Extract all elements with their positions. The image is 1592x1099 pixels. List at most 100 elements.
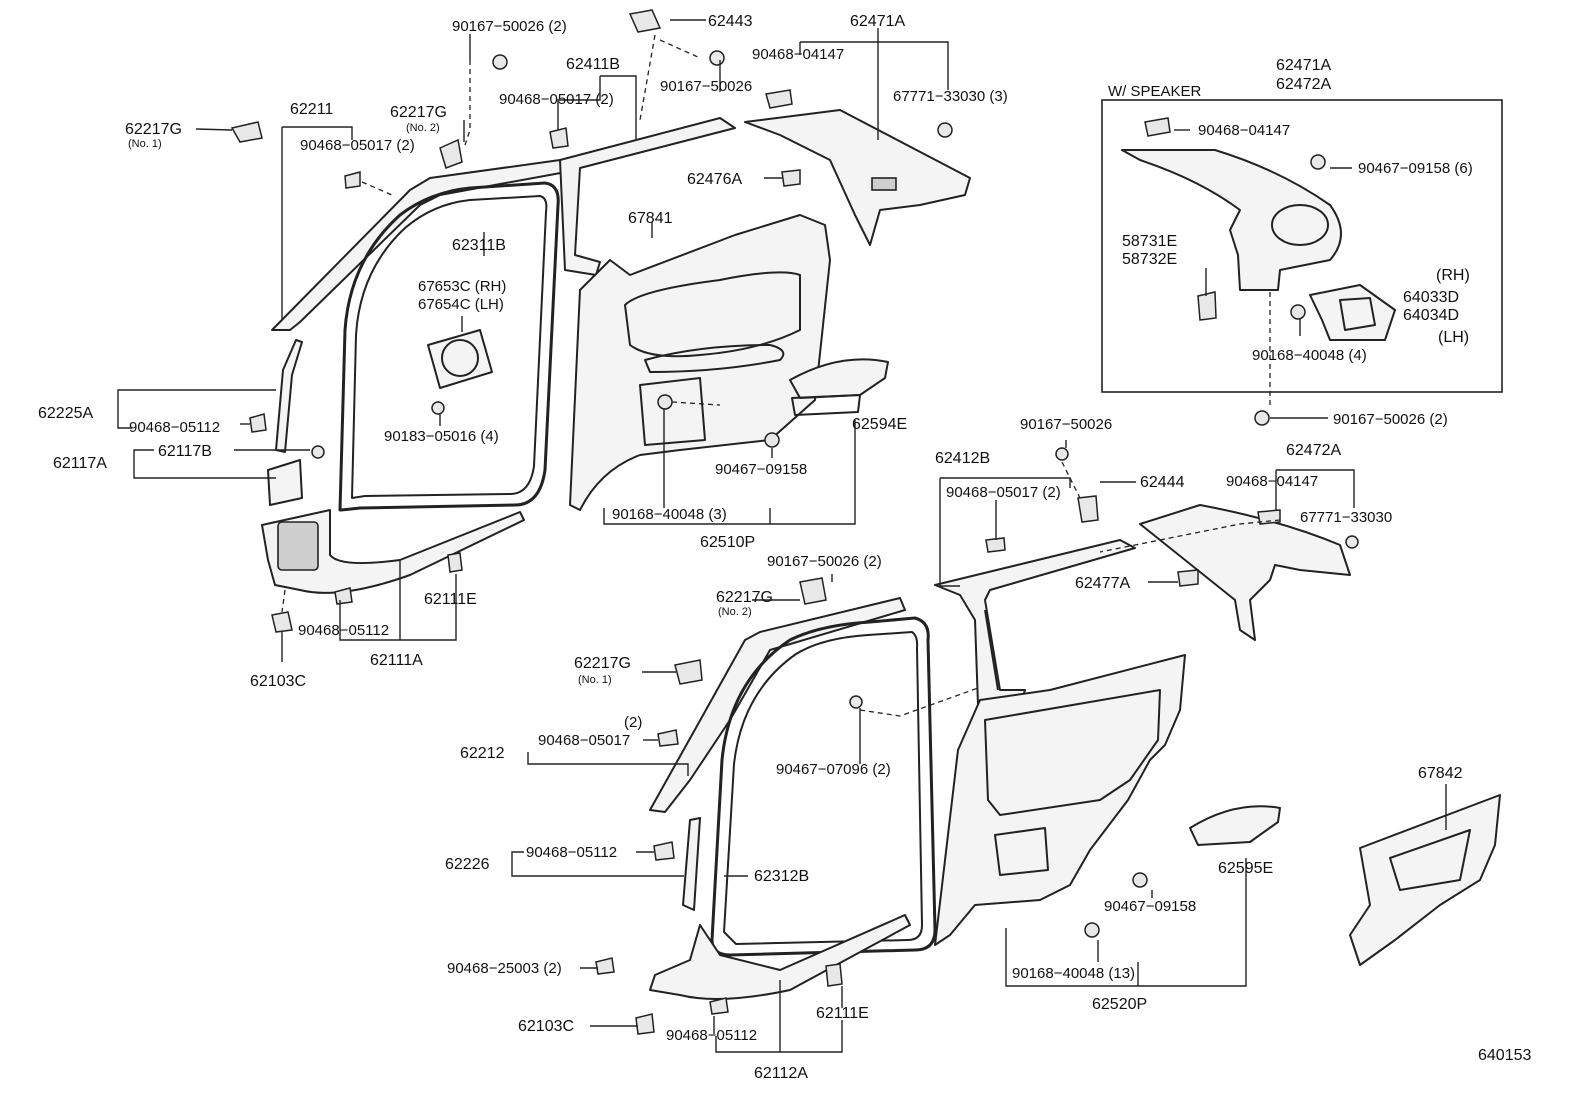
label-62472A-r: 62472A (1286, 442, 1341, 459)
label-90468-05112-c: 90468−05112 (526, 844, 617, 861)
speaker-box-header-1: 62471A (1276, 57, 1331, 74)
right-rear-door-trim-group (934, 654, 1281, 946)
label-62217G-no2-top: 62217G (390, 104, 447, 121)
rear-door-armrest-left (789, 358, 889, 399)
clip-90468-05112-a (249, 413, 267, 433)
label-62217G-no1-top: 62217G (125, 121, 182, 138)
right-upper-group (934, 447, 1359, 706)
label-90168-40048-13: 90168−40048 (13) (1012, 965, 1135, 982)
speaker-box-header-2: 62472A (1276, 76, 1331, 93)
rear-door-lower-trim-67842 (1349, 794, 1501, 966)
label-58732E: 58732E (1122, 251, 1177, 268)
label-62112A: 62112A (754, 1065, 808, 1082)
dash-f (671, 401, 721, 406)
label-90167-50026-2-mid: 90167−50026 (2) (767, 553, 882, 570)
label-rh: (RH) (1436, 267, 1470, 284)
label-58731E: 58731E (1122, 233, 1177, 250)
label-67841: 67841 (628, 210, 673, 227)
clip-62217G-no2-mid (799, 577, 827, 605)
speaker-variant-box: W/ SPEAKER 62471A 62472A (1101, 57, 1503, 426)
label-67842: 67842 (1418, 765, 1463, 782)
label-62103C-a: 62103C (250, 673, 306, 690)
label-90167-50026-mid: 90167−50026 (1020, 416, 1112, 433)
clip-90468-04147-r (1257, 509, 1281, 525)
label-67654C: 67654C (LH) (418, 296, 504, 313)
front-speaker-grille (427, 329, 493, 389)
quarter-trim-vent (871, 177, 897, 191)
clip-62103C-a (271, 611, 293, 633)
scuff-plate-rh (649, 914, 911, 1000)
label-90468-05017-2-c: 90468−05017 (2) (946, 484, 1061, 501)
speaker-grille-inner (1339, 297, 1376, 331)
label-90468-04147-speaker: 90468−04147 (1198, 122, 1290, 139)
screw-90167-50026-2-right (1254, 410, 1270, 426)
clip-90468-05112-b (334, 587, 353, 605)
dash-i (859, 687, 979, 717)
label-62471A-top: 62471A (850, 13, 905, 30)
label-90468-05017-2-a: 90468−05017 (2) (300, 137, 415, 154)
clip-62111E-a (447, 552, 463, 573)
rear-door-trim-right-pocket (994, 827, 1049, 876)
clip-90467-07096 (849, 695, 863, 709)
label-62217G-no2-mid: 62217G (716, 589, 773, 606)
label-90167-50026-2-top: 90167−50026 (2) (452, 18, 567, 35)
clip-90183-05016 (431, 401, 445, 415)
label-2: (2) (624, 714, 642, 731)
rear-door-armrest-right (1189, 805, 1281, 846)
roof-rail-right-detail (984, 609, 999, 691)
clip-90467-09158-6 (1310, 154, 1326, 170)
clip-62443 (628, 9, 662, 33)
quarter-trim-upper (744, 109, 971, 246)
label-62443: 62443 (708, 13, 753, 30)
clip-62217G-no1-mid (674, 659, 703, 685)
label-62211: 62211 (290, 101, 333, 118)
quarter-trim-right (1139, 504, 1351, 641)
screw-90168-40048-4 (1290, 304, 1306, 320)
lower-door-opening-group (595, 577, 979, 1035)
clip-67771-33030-r (1345, 535, 1359, 549)
label-62594E: 62594E (852, 416, 907, 433)
label-67771-33030-3: 67771−33030 (3) (893, 88, 1008, 105)
label-62217G-no2-top-note: (No. 2) (406, 122, 440, 134)
screw-90168-40048-left (657, 394, 673, 410)
front-door-weatherstrip (338, 181, 560, 512)
label-62217G-no1-mid: 62217G (574, 655, 631, 672)
clip-62444 (1077, 495, 1099, 523)
clip-90468-05112-c (653, 841, 675, 861)
rear-door-trim-right-window (984, 689, 1161, 816)
clip-90468-05017-a (344, 171, 361, 189)
part-labels: 62217G (No. 1) 62211 90468−05017 (2) 901… (38, 13, 1531, 1082)
rear-door-armrest-lower (791, 394, 861, 416)
label-90467-09158-6: 90467−09158 (6) (1358, 160, 1473, 177)
label-62226: 62226 (445, 856, 490, 873)
label-62476A: 62476A (687, 171, 742, 188)
label-62212: 62212 (460, 745, 505, 762)
clip-90468-05017-c (985, 537, 1006, 553)
dash-h (1099, 519, 1281, 553)
front-pillar-garnish-rh (649, 597, 906, 813)
rear-door-lower-trim-pocket (1389, 829, 1471, 891)
front-pillar-garnish (271, 159, 567, 331)
clip-90467-09158-b (1132, 872, 1148, 888)
label-90468-05112-b: 90468−05112 (298, 622, 389, 639)
label-90468-05112-a: 90468−05112 (129, 419, 220, 436)
label-64033D: 64033D (1403, 289, 1459, 306)
label-62412B: 62412B (935, 450, 990, 467)
label-62217G-no2-mid-note: (No. 2) (718, 606, 752, 618)
speaker-box-title: W/ SPEAKER (1108, 83, 1202, 100)
label-90467-09158-a: 90467−09158 (715, 461, 807, 478)
center-pillar-bracket (267, 459, 303, 506)
screw-90167-50026-mid (1055, 447, 1069, 461)
clip-90467-09158-a (764, 432, 780, 448)
label-90168-40048-3: 90168−40048 (3) (612, 506, 727, 523)
speaker-box-frame (1101, 99, 1503, 393)
label-62117A: 62117A (53, 455, 107, 472)
clip-62217G-no2-top (439, 138, 463, 169)
cowl-side-trim (261, 509, 525, 594)
label-90467-09158-b: 90467−09158 (1104, 898, 1196, 915)
clip-62217G-no1-top (230, 121, 263, 143)
clip-90468-04147-speaker (1144, 117, 1171, 137)
upper-rear-group (549, 9, 971, 511)
screw-90167-50026 (709, 50, 725, 66)
label-90468-05017-d: 90468−05017 (538, 732, 630, 749)
